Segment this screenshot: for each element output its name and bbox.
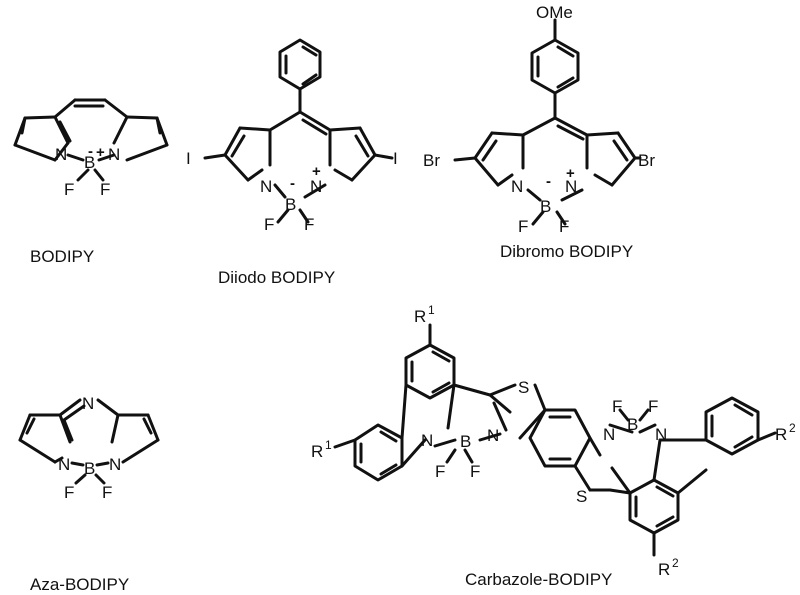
carbazole-label: Carbazole-BODIPY [465, 570, 612, 589]
diiodo-bonds [203, 38, 394, 224]
carbazole-structure: R 1 R 1 N B F F N S S N B F F N R 2 R 2 [311, 303, 796, 579]
dibromo-label: Dibromo BODIPY [500, 242, 633, 261]
bodipy-structure: N B - N + F F [13, 98, 169, 199]
dibromo-minus: - [546, 173, 551, 190]
carbazole-b2: B [627, 415, 638, 434]
carbazole-r2-right-sup: 2 [789, 421, 796, 435]
aza-label: Aza-BODIPY [30, 575, 129, 594]
aza-f-right: F [102, 483, 112, 502]
diiodo-f-right: F [304, 215, 314, 234]
bodipy-plus: + [96, 144, 105, 161]
bodipy-f-left: F [64, 180, 74, 199]
dibromo-f-right: F [559, 217, 569, 236]
aza-n-right: N [109, 455, 121, 474]
diiodo-plus: + [312, 163, 321, 180]
carbazole-bonds [333, 323, 777, 557]
carbazole-r2-bottom: R [658, 560, 670, 579]
bodipy-minus: - [88, 143, 93, 160]
dibromo-structure: OMe Br Br N N - + B F F [423, 3, 655, 236]
dibromo-br-right: Br [638, 151, 655, 170]
carbazole-r1-left-sup: 1 [325, 438, 332, 452]
bodipy-bonds [13, 98, 169, 182]
diiodo-f-left: F [264, 215, 274, 234]
carbazole-r1-top: R [414, 307, 426, 326]
carbazole-n4: N [655, 425, 667, 444]
diiodo-i-left: I [186, 149, 191, 168]
bodipy-label: BODIPY [30, 247, 94, 266]
bodipy-n-right: N [108, 145, 120, 164]
dibromo-ome: OMe [536, 3, 573, 22]
carbazole-n1: N [421, 431, 433, 450]
diiodo-label: Diiodo BODIPY [218, 268, 335, 287]
diiodo-i-right: I [393, 149, 398, 168]
aza-bonds [18, 398, 160, 485]
diiodo-n-right: N [310, 177, 322, 196]
aza-n-bridge: N [82, 394, 94, 413]
bodipy-n-left: N [55, 145, 67, 164]
aza-structure: N N N B F F [18, 394, 160, 502]
diiodo-b: B [285, 195, 296, 214]
diiodo-n-left: N [260, 177, 272, 196]
dibromo-plus: + [566, 165, 575, 182]
dibromo-bonds [453, 18, 642, 226]
carbazole-f2a: F [612, 397, 622, 416]
carbazole-n3: N [603, 425, 615, 444]
carbazole-s2: S [576, 487, 587, 506]
dibromo-n-left: N [511, 177, 523, 196]
carbazole-r2-right: R [775, 425, 787, 444]
carbazole-r1-left: R [311, 442, 323, 461]
carbazole-n2: N [487, 426, 499, 445]
aza-f-left: F [64, 483, 74, 502]
bodipy-f-right: F [100, 180, 110, 199]
carbazole-f2b: F [648, 397, 658, 416]
carbazole-f1a: F [435, 462, 445, 481]
diiodo-minus: - [290, 175, 295, 192]
aza-n-left: N [58, 455, 70, 474]
carbazole-r2-bottom-sup: 2 [672, 556, 679, 570]
carbazole-f1b: F [470, 462, 480, 481]
dibromo-n-right: N [565, 177, 577, 196]
dibromo-f-left: F [518, 217, 528, 236]
dibromo-b: B [540, 197, 551, 216]
aza-b: B [84, 459, 95, 478]
carbazole-r1-top-sup: 1 [428, 303, 435, 317]
dibromo-br-left: Br [423, 151, 440, 170]
carbazole-s1: S [518, 378, 529, 397]
carbazole-b1: B [460, 432, 471, 451]
bodipy-b: B [84, 153, 95, 172]
diiodo-structure: I I N N - + B F F [186, 38, 398, 234]
